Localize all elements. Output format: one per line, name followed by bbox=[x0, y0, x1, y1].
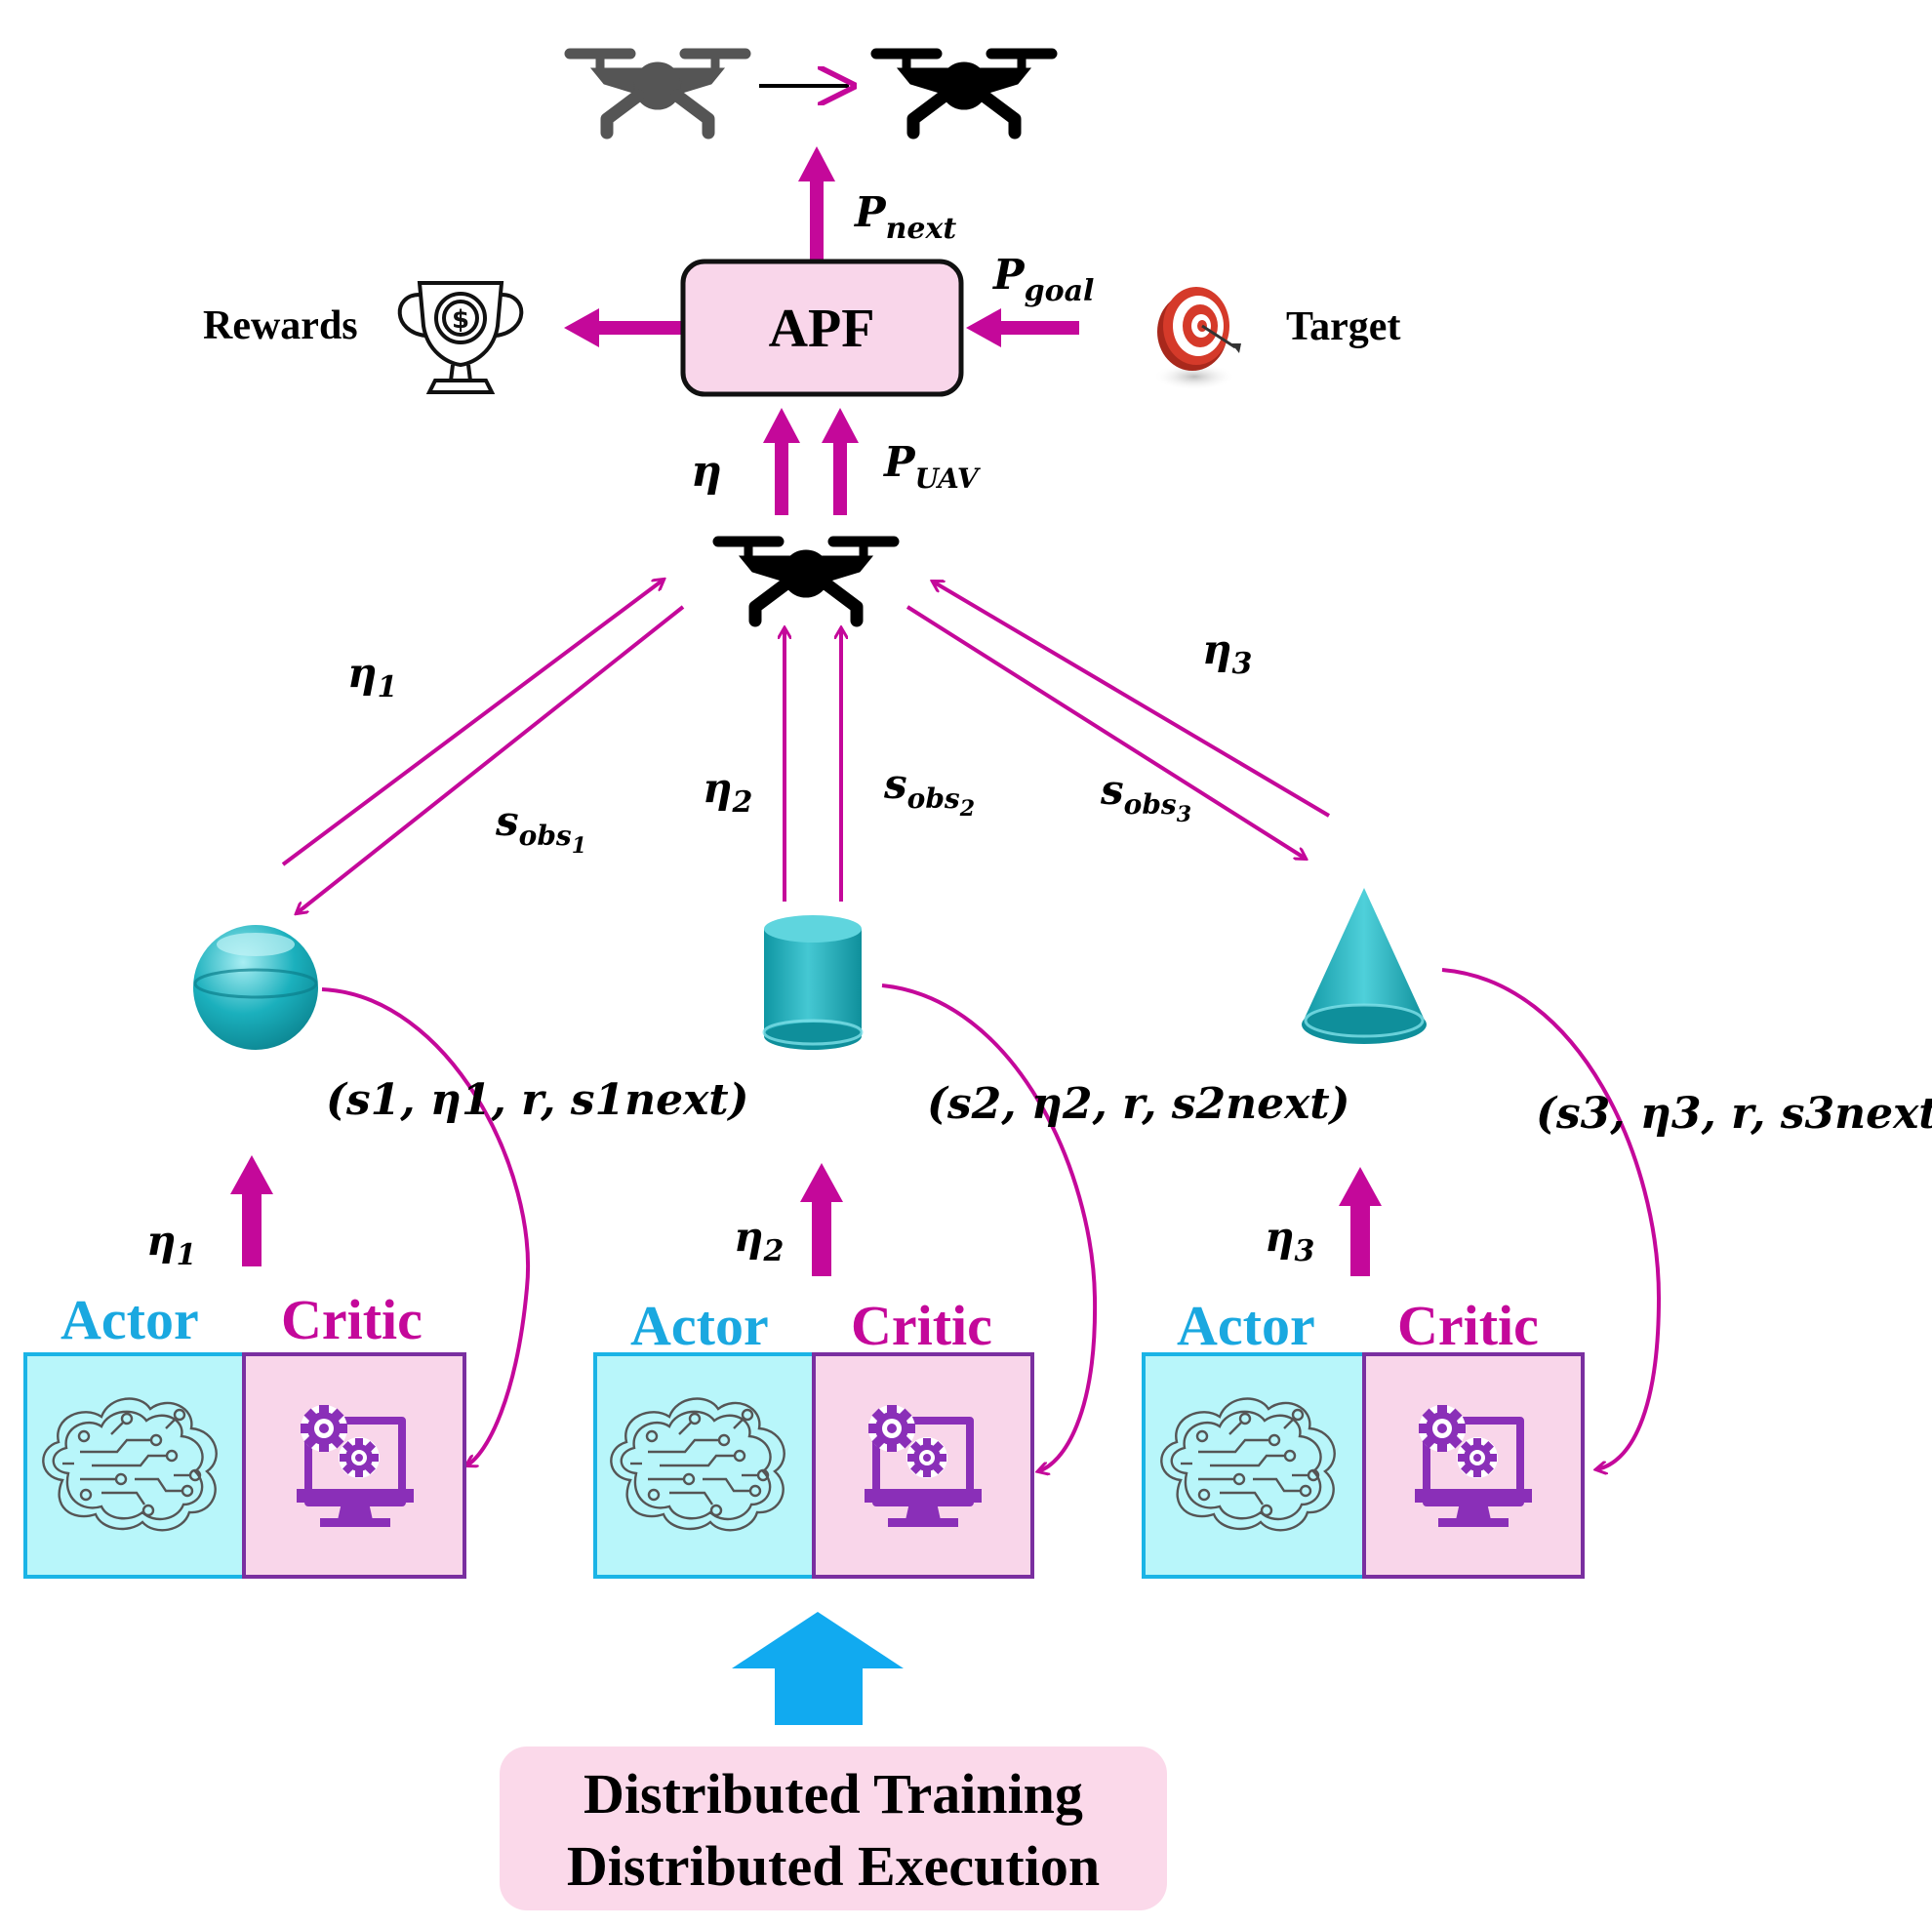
sobs3-label: sobs3 bbox=[1100, 766, 1191, 827]
sobs2-label: sobs2 bbox=[883, 760, 975, 822]
experience2-curve bbox=[881, 984, 1098, 1471]
footer-line-1: Distributed Training bbox=[584, 1762, 1083, 1826]
footer-box: Distributed Training Distributed Executi… bbox=[500, 1746, 1167, 1910]
p-goal-label: Pgoal bbox=[992, 251, 1094, 308]
target-label: Target bbox=[1286, 304, 1400, 349]
svg-text:η2: η2 bbox=[734, 1213, 784, 1268]
agent-2-block: Actor Critic bbox=[593, 1294, 1034, 1579]
sobs1-label: sobs1 bbox=[495, 797, 586, 859]
svg-text:$: $ bbox=[452, 305, 469, 335]
target-icon bbox=[1153, 287, 1241, 390]
sobs3-to-obstacle-arrow bbox=[906, 605, 1306, 859]
actor1-action-arrow bbox=[230, 1155, 273, 1266]
eta1-to-uav-arrow bbox=[281, 580, 664, 866]
svg-text:η3: η3 bbox=[1265, 1213, 1314, 1268]
experience-tuple-3: (s3, η3, r, s3next) bbox=[1536, 1089, 1932, 1139]
uav-drone-icon bbox=[713, 537, 899, 621]
svg-text:PUAV: PUAV bbox=[883, 438, 982, 495]
svg-text:η2: η2 bbox=[703, 764, 752, 820]
footer-line-2: Distributed Execution bbox=[567, 1834, 1100, 1898]
cone-obstacle bbox=[1302, 888, 1427, 1044]
eta3-actor-label: η3 bbox=[1265, 1213, 1314, 1268]
sobs1-to-obstacle-arrow bbox=[297, 605, 685, 913]
actor2-action-arrow bbox=[800, 1163, 843, 1276]
svg-text:Pgoal: Pgoal bbox=[992, 251, 1094, 308]
big-blue-up-arrow bbox=[732, 1612, 904, 1725]
experience-tuple-1: (s1, η1, r, s1next) bbox=[326, 1075, 748, 1125]
actor-label-1: Actor bbox=[60, 1288, 199, 1351]
apf-label: APF bbox=[769, 299, 875, 359]
p-next-label: Pnext bbox=[854, 188, 956, 246]
actor3-action-arrow bbox=[1339, 1167, 1382, 1276]
critic-box-1 bbox=[242, 1352, 466, 1579]
agent-3-block: Actor Critic bbox=[1142, 1294, 1585, 1579]
svg-text:sobs3: sobs3 bbox=[1100, 766, 1191, 827]
svg-text:sobs1: sobs1 bbox=[495, 797, 586, 859]
experience1-curve bbox=[321, 987, 530, 1465]
sphere-obstacle bbox=[193, 925, 318, 1050]
svg-text:sobs2: sobs2 bbox=[883, 760, 975, 822]
eta1-upper-label: η1 bbox=[347, 649, 397, 704]
cylinder-obstacle bbox=[762, 915, 864, 1050]
experience-tuple-2: (s2, η2, r, s2next) bbox=[927, 1079, 1349, 1129]
p-next-arrow bbox=[798, 146, 835, 261]
eta3-upper-label: η3 bbox=[1202, 625, 1252, 681]
eta2-upper-label: η2 bbox=[703, 764, 752, 820]
rewards-label: Rewards bbox=[203, 303, 358, 348]
trophy-icon: $ bbox=[397, 281, 524, 394]
svg-text:η3: η3 bbox=[1202, 625, 1252, 681]
p-goal-arrow bbox=[966, 308, 1079, 347]
critic-label-1: Critic bbox=[281, 1288, 423, 1351]
experience3-curve bbox=[1441, 968, 1662, 1469]
critic-label-3: Critic bbox=[1397, 1294, 1539, 1357]
p-uav-label: PUAV bbox=[883, 438, 982, 495]
apf-box: APF bbox=[680, 259, 964, 397]
actor-label-3: Actor bbox=[1177, 1294, 1315, 1357]
svg-text:Pnext: Pnext bbox=[854, 188, 956, 246]
drone-next-icon bbox=[871, 49, 1057, 133]
eta1-actor-label: η1 bbox=[146, 1217, 196, 1272]
eta-label: η bbox=[691, 447, 722, 497]
svg-text:η1: η1 bbox=[146, 1217, 196, 1272]
critic-label-2: Critic bbox=[851, 1294, 992, 1357]
eta-up-arrow bbox=[763, 408, 800, 515]
eta2-actor-label: η2 bbox=[734, 1213, 784, 1268]
eta3-to-uav-arrow bbox=[933, 582, 1331, 818]
p-uav-up-arrow bbox=[822, 408, 859, 515]
drone-previous-icon bbox=[565, 49, 750, 133]
rewards-arrow bbox=[564, 308, 681, 347]
agent-1-block: Actor Critic bbox=[23, 1288, 466, 1579]
svg-text:η1: η1 bbox=[347, 649, 397, 704]
actor-label-2: Actor bbox=[630, 1294, 769, 1357]
